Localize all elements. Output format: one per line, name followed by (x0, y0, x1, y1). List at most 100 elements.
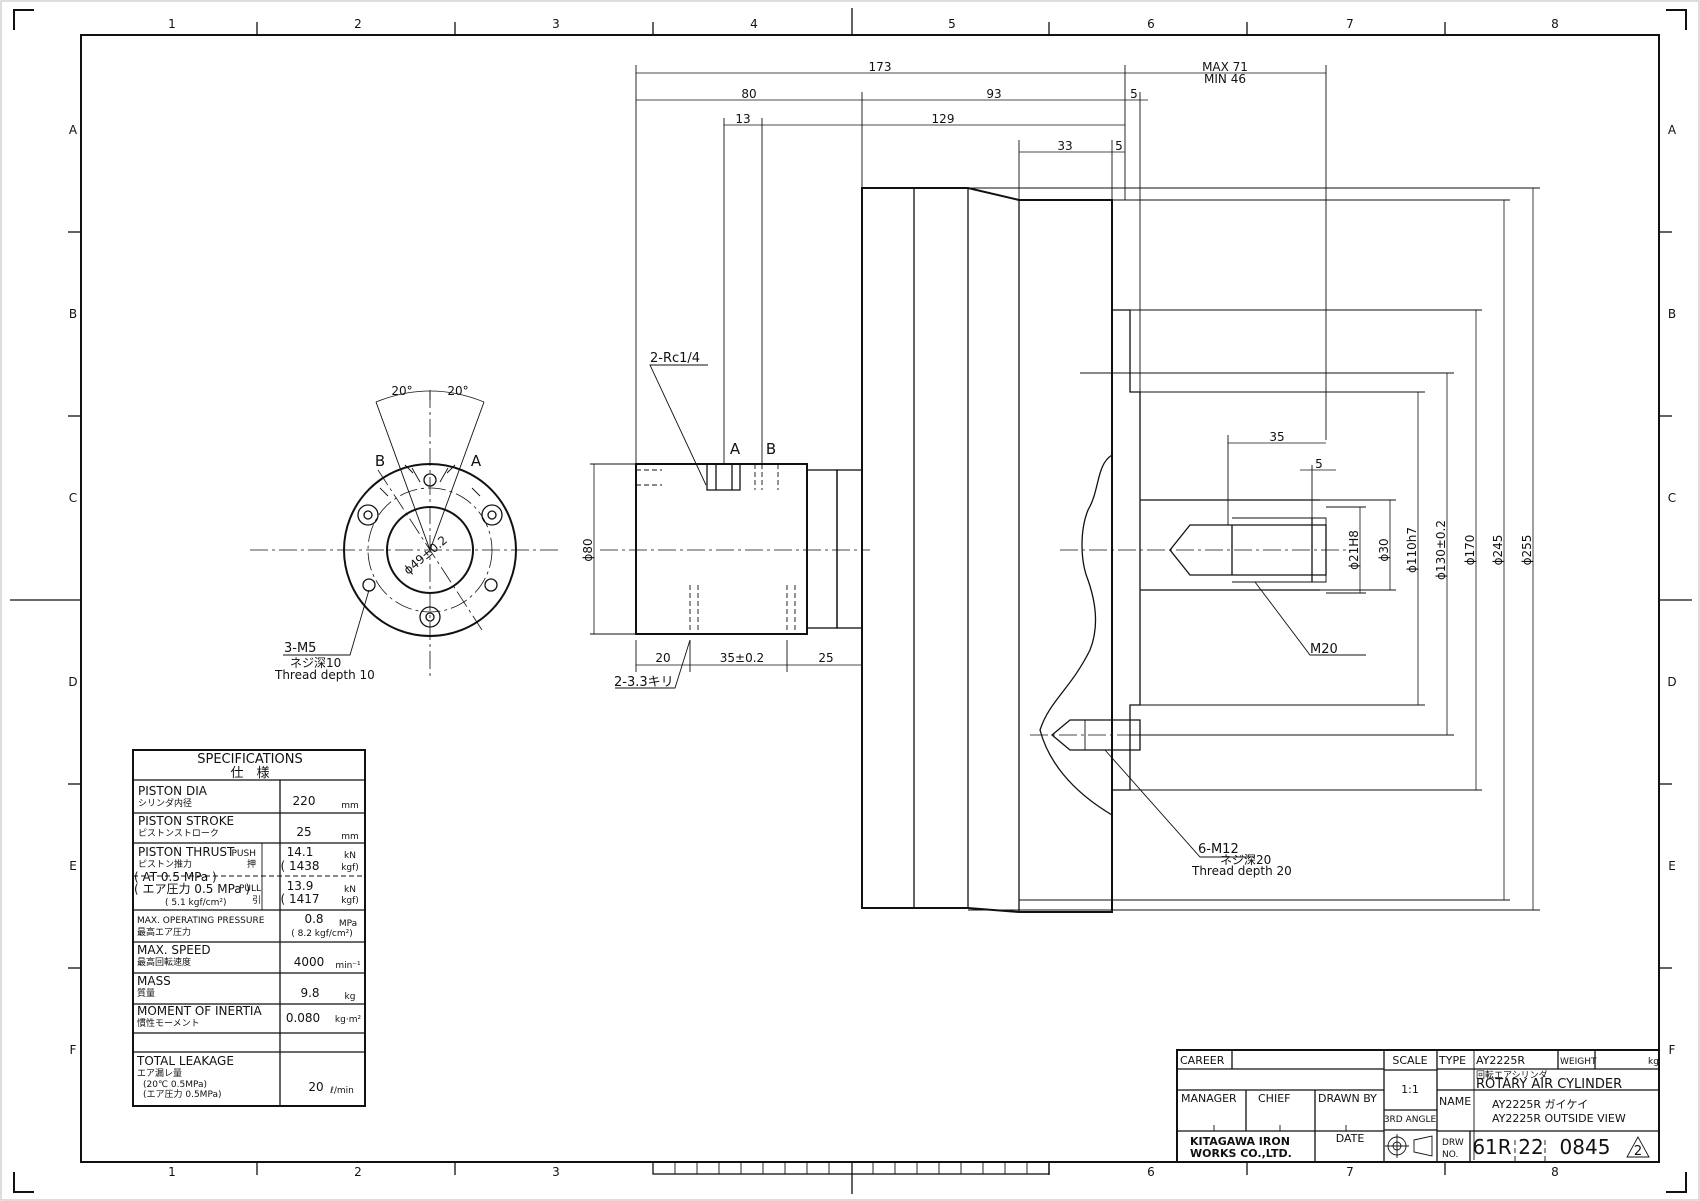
dia-21: ϕ21H8 (1347, 530, 1361, 570)
row-label-right: F (1669, 1043, 1676, 1057)
pressure-value: 0.8 (304, 912, 323, 926)
row-label-left: A (69, 123, 78, 137)
dia-245: ϕ245 (1491, 535, 1505, 566)
side-port-b: B (766, 440, 776, 458)
dim-93: 93 (986, 87, 1001, 101)
leakage-label-jp: エア漏レ量 (137, 1067, 182, 1079)
scale-label: SCALE (1392, 1054, 1427, 1067)
name-line-2: AY2225R OUTSIDE VIEW (1492, 1112, 1626, 1125)
spec-label-jp: ピストンストローク (138, 828, 219, 839)
dim-min-46: MIN 46 (1204, 72, 1246, 86)
dim-5b: 5 (1115, 139, 1123, 153)
dia-110: ϕ110h7 (1405, 527, 1419, 573)
leakage-cond-1: (20℃ 0.5MPa) (143, 1080, 207, 1090)
angle-label-right: 20° (447, 384, 468, 398)
dia-255: ϕ255 (1520, 535, 1534, 566)
title-block: CAREER SCALE 1:1 TYPE AY2225R WEIGHT kg … (1176, 1049, 1660, 1163)
pull-label: PULL (239, 884, 261, 894)
push-label: PUSH (232, 849, 257, 859)
push-unit: kN (344, 851, 356, 861)
spec-value: 25 (296, 825, 311, 839)
push-sub: 押 (247, 858, 256, 870)
spec-title-jp: 仕 様 (230, 766, 269, 781)
leakage-label-en: TOTAL LEAKAGE (136, 1054, 234, 1068)
dim-13: 13 (735, 112, 750, 126)
weight-label: WEIGHT (1560, 1057, 1597, 1067)
pull-sub: 引 (252, 895, 261, 906)
mass-value: 9.8 (300, 986, 319, 1000)
col-label-top: 2 (354, 17, 362, 31)
end-view-holes (357, 473, 503, 628)
drw-no-label-2: NO. (1442, 1150, 1458, 1160)
tap-callout-main: 6-M12 (1198, 842, 1239, 857)
dim-5a: 5 (1130, 87, 1138, 101)
pull-unit: kN (344, 885, 356, 895)
main-cylinder-view (861, 187, 1350, 913)
diameter-dimensions: ϕ21H8 ϕ30 ϕ110h7 ϕ130±0.2 ϕ170 ϕ245 ϕ255… (968, 187, 1540, 911)
inertia-label-en: MOMENT OF INERTIA (137, 1004, 262, 1018)
dim-35: 35 (1269, 430, 1284, 444)
mass-label-jp: 質量 (137, 987, 155, 999)
company-line-2: WORKS CO.,LTD. (1190, 1147, 1292, 1160)
pressure-sub: ( 8.2 kgf/cm²) (291, 929, 353, 939)
dim-5c: 5 (1315, 457, 1323, 471)
tap-depth-en: Thread depth 10 (274, 668, 375, 682)
tap-depth-main-en: Thread depth 20 (1191, 864, 1292, 878)
dim-173: 173 (869, 60, 892, 74)
spec-unit: mm (341, 801, 359, 811)
col-label-top: 4 (750, 17, 758, 31)
chief-label: CHIEF (1258, 1092, 1290, 1105)
col-label-bottom: 2 (354, 1165, 362, 1179)
weight-unit: kg (1648, 1057, 1659, 1067)
side-port-a: A (730, 440, 741, 458)
row-label-left: C (69, 491, 77, 505)
career-label: CAREER (1180, 1054, 1225, 1067)
revision-number: 2 (1634, 1144, 1642, 1159)
tap-callout: 3-M5 (284, 641, 316, 656)
grid-labels: 1 2 3 4 5 6 7 8 1 2 3 6 7 8 A B C D E F … (68, 17, 1677, 1179)
col-label-bottom: 8 (1551, 1165, 1559, 1179)
col-label-top: 3 (552, 17, 560, 31)
inertia-value: 0.080 (286, 1011, 320, 1025)
specifications-table: SPECIFICATIONS 仕 様 PISTON DIA シリンダ内径 220… (132, 749, 366, 1107)
pull-kgf: ( 1417 (280, 892, 319, 906)
scale-value: 1:1 (1401, 1083, 1419, 1096)
name-en: ROTARY AIR CYLINDER (1476, 1077, 1622, 1092)
col-label-bottom: 1 (168, 1165, 176, 1179)
projection-label: 3RD ANGLE (1384, 1115, 1437, 1125)
name-line-1: AY2225R ガイケイ (1492, 1098, 1588, 1111)
drw-no-label-1: DRW (1442, 1138, 1464, 1148)
date-label: DATE (1336, 1132, 1365, 1145)
drawn-by-label: DRAWN BY (1318, 1092, 1377, 1105)
pressure-unit: MPa (339, 919, 357, 929)
port-label-a: A (471, 452, 482, 470)
col-label-top: 1 (168, 17, 176, 31)
dia-170: ϕ170 (1463, 535, 1477, 566)
thrust-label-en: PISTON THRUST (138, 845, 235, 859)
thrust-at-line: ( AT 0.5 MPa ) (134, 870, 217, 884)
drw-no-2: 22 (1518, 1135, 1543, 1159)
angle-label-left: 20° (391, 384, 412, 398)
row-label-right: C (1668, 491, 1676, 505)
revision-triangle-icon: 2 (1626, 1136, 1650, 1159)
pressure-label-jp: 最高エア圧力 (137, 926, 191, 938)
side-dim-20: 20 (655, 651, 670, 665)
dim-129: 129 (932, 112, 955, 126)
drw-no-1: 61R (1472, 1135, 1511, 1159)
side-dim-25: 25 (818, 651, 833, 665)
col-label-bottom: 6 (1147, 1165, 1155, 1179)
inertia-unit: kg·m² (335, 1015, 362, 1025)
leakage-unit: ℓ/min (329, 1086, 354, 1096)
pull-kgf-unit: kgf) (341, 896, 359, 906)
type-label: TYPE (1438, 1054, 1466, 1067)
spec-unit: mm (341, 832, 359, 842)
col-label-top: 7 (1346, 17, 1354, 31)
side-dim-35: 35±0.2 (720, 651, 764, 665)
bolt-circle-label: ϕ49±0.2 (401, 533, 450, 577)
col-label-bottom: 3 (552, 1165, 560, 1179)
thrust-kgf-line: ( 5.1 kgf/cm²) (165, 898, 227, 908)
col-label-top: 6 (1147, 17, 1155, 31)
tap-depth-jp: ネジ深10 (290, 656, 341, 670)
port-callout: 2-Rc1/4 (650, 351, 700, 366)
